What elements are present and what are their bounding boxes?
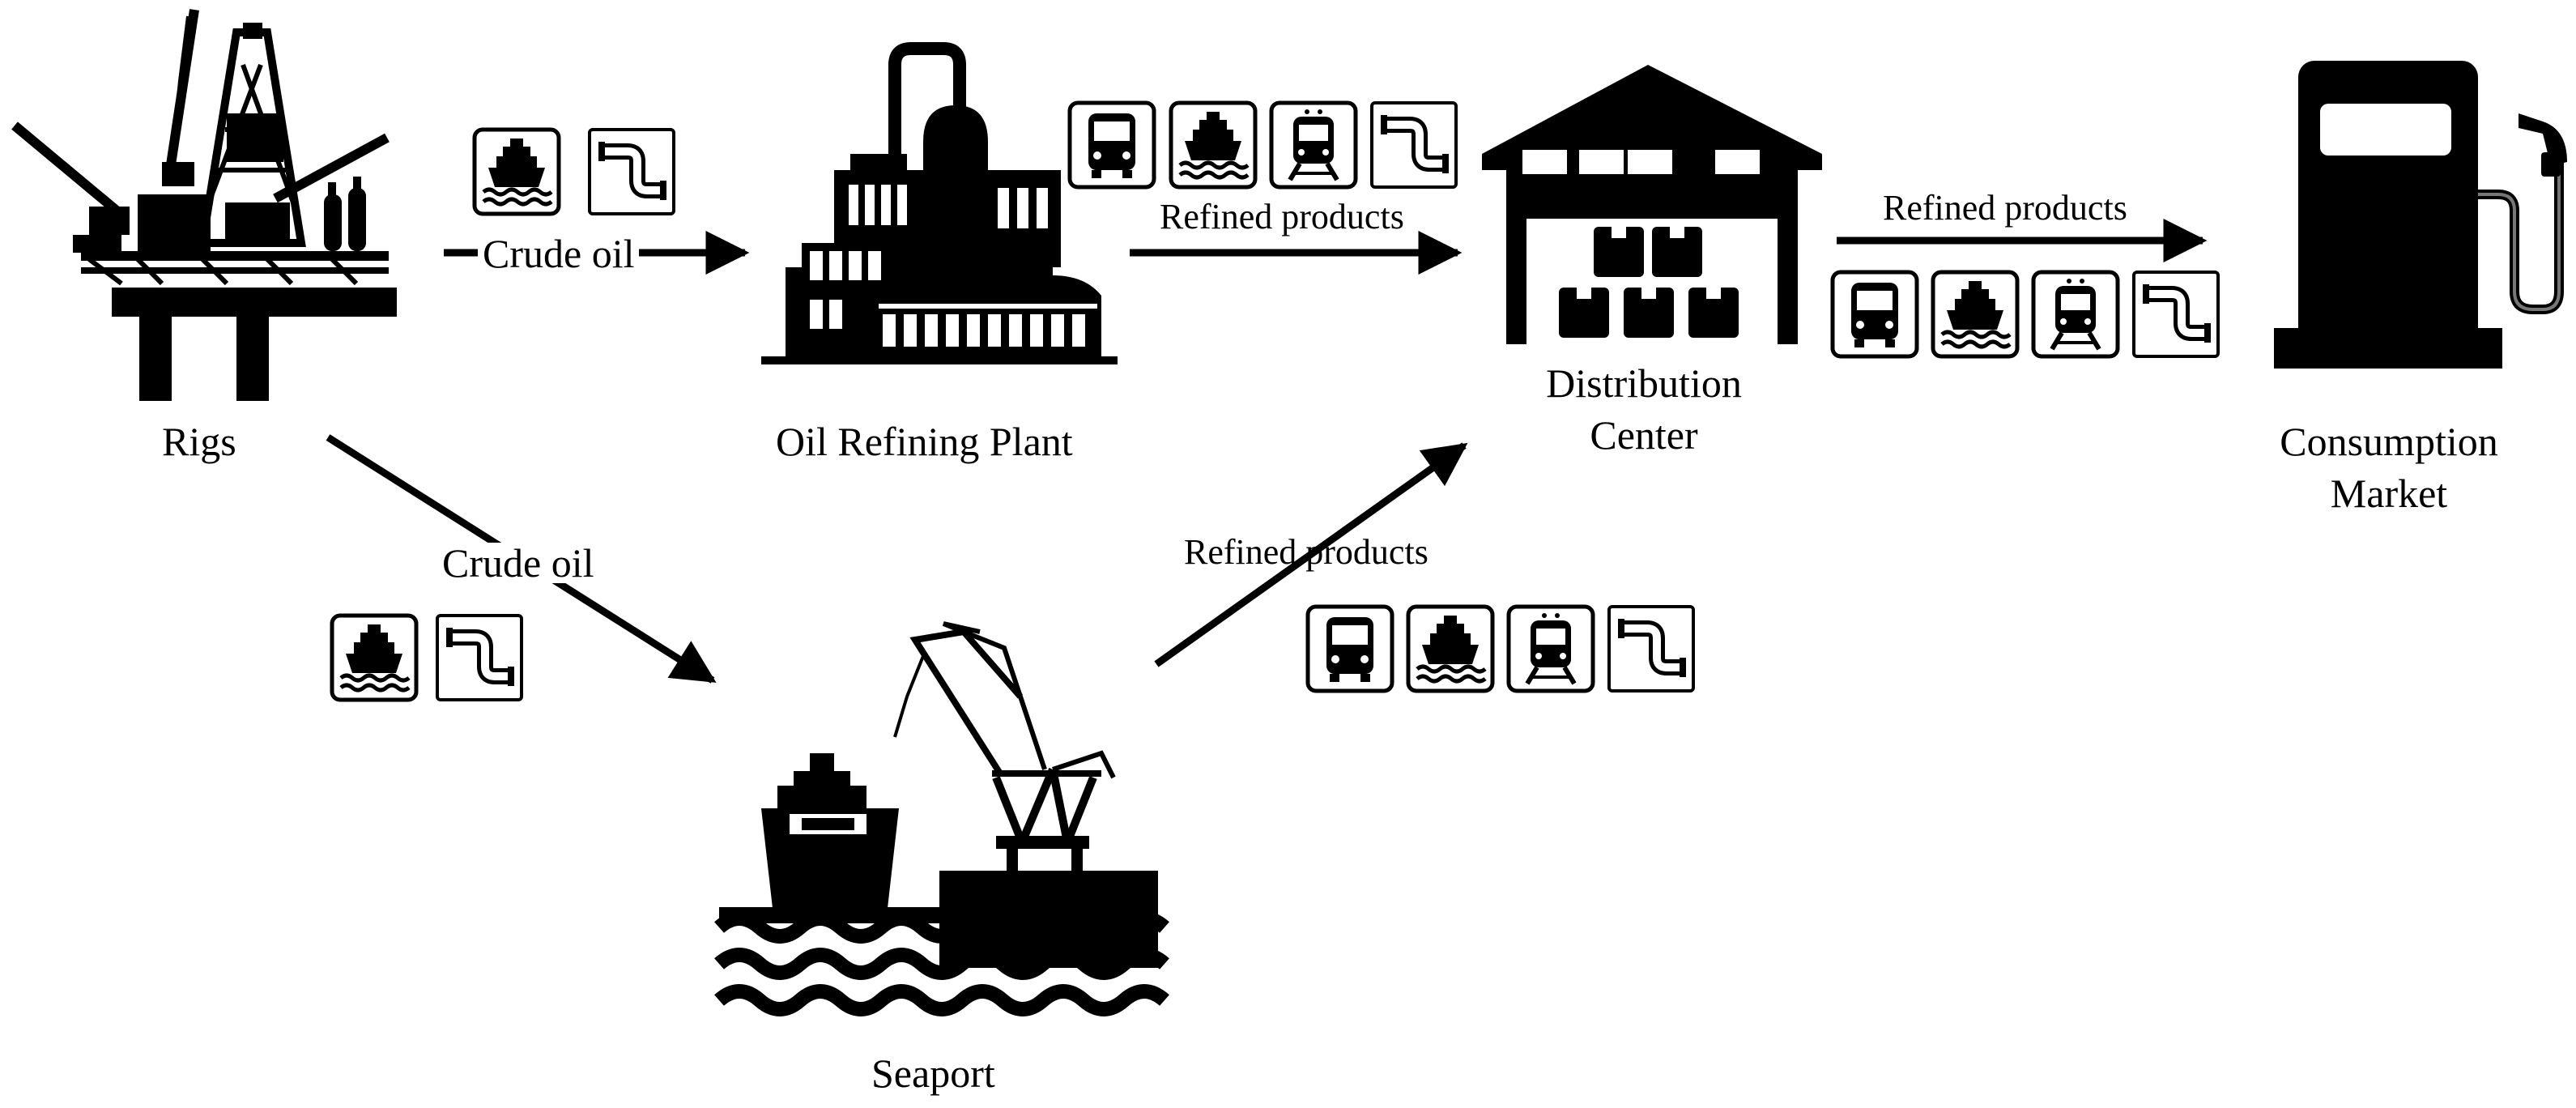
bus-icon	[1308, 607, 1392, 691]
node-label-distribution-line1: Distribution	[1546, 360, 1742, 406]
edge-label-refinery-to-distribution: Refined products	[1160, 197, 1404, 237]
pipeline-icon	[2134, 272, 2218, 356]
node-label-seaport: Seaport	[871, 1050, 995, 1096]
ship-icon	[475, 130, 559, 214]
refinery-icon	[761, 42, 1118, 364]
edge-label-rigs-to-refinery: Crude oil	[478, 233, 640, 274]
train-icon	[2033, 272, 2118, 356]
train-icon	[1509, 607, 1593, 691]
fuel-pump-icon	[2274, 61, 2567, 369]
node-label-rigs: Rigs	[162, 419, 236, 464]
bus-icon	[1833, 272, 1917, 356]
node-label-refinery: Oil Refining Plant	[776, 419, 1073, 464]
ship-icon	[332, 616, 416, 700]
node-label-market: Consumption Market	[2267, 421, 2510, 514]
node-label-market-line2: Market	[2330, 471, 2448, 516]
edge-label-distribution-to-market: Refined products	[1883, 188, 2127, 228]
pipeline-icon	[437, 616, 522, 700]
edge-seaport-to-distribution	[1154, 442, 1468, 667]
node-label-distribution: Distribution Center	[1543, 363, 1745, 455]
bus-icon	[1070, 103, 1154, 187]
ship-icon	[1408, 607, 1492, 691]
node-label-market-line1: Consumption	[2280, 419, 2498, 464]
edge-label-rigs-to-seaport: Crude oil	[437, 543, 599, 583]
ship-icon	[1171, 103, 1255, 187]
offshore-rig-icon	[11, 9, 397, 401]
train-icon	[1271, 103, 1356, 187]
seaport-icon	[714, 621, 1169, 1016]
pipeline-icon	[1372, 103, 1456, 187]
pipeline-icon	[590, 130, 674, 214]
pipeline-icon	[1609, 607, 1693, 691]
ship-icon	[1933, 272, 2017, 356]
node-label-distribution-line2: Center	[1590, 412, 1698, 458]
warehouse-icon	[1482, 65, 1822, 348]
edge-label-seaport-to-distribution: Refined products	[1184, 532, 1429, 572]
